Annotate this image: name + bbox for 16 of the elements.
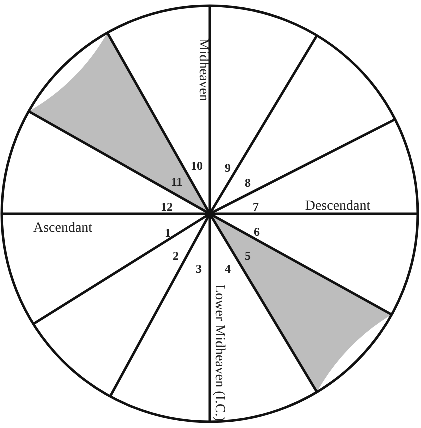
house-number: 4: [225, 263, 231, 275]
house-number: 10: [191, 160, 203, 172]
house-number: 1: [165, 227, 171, 239]
house-number: 8: [245, 177, 251, 189]
house-number: 12: [161, 201, 173, 213]
house-number: 7: [253, 201, 259, 213]
house-number: 6: [254, 226, 260, 238]
axis-label: Lower Midheaven (I.C.): [212, 284, 226, 422]
axis-label: Midheaven: [196, 38, 210, 102]
house-number: 9: [225, 162, 231, 174]
house-number: 5: [245, 250, 251, 262]
axis-label: Ascendant: [33, 222, 93, 236]
house-number: 3: [196, 263, 202, 275]
house-number: 11: [171, 176, 183, 188]
axis-label: Descendant: [305, 200, 371, 214]
house-number: 2: [173, 250, 179, 262]
